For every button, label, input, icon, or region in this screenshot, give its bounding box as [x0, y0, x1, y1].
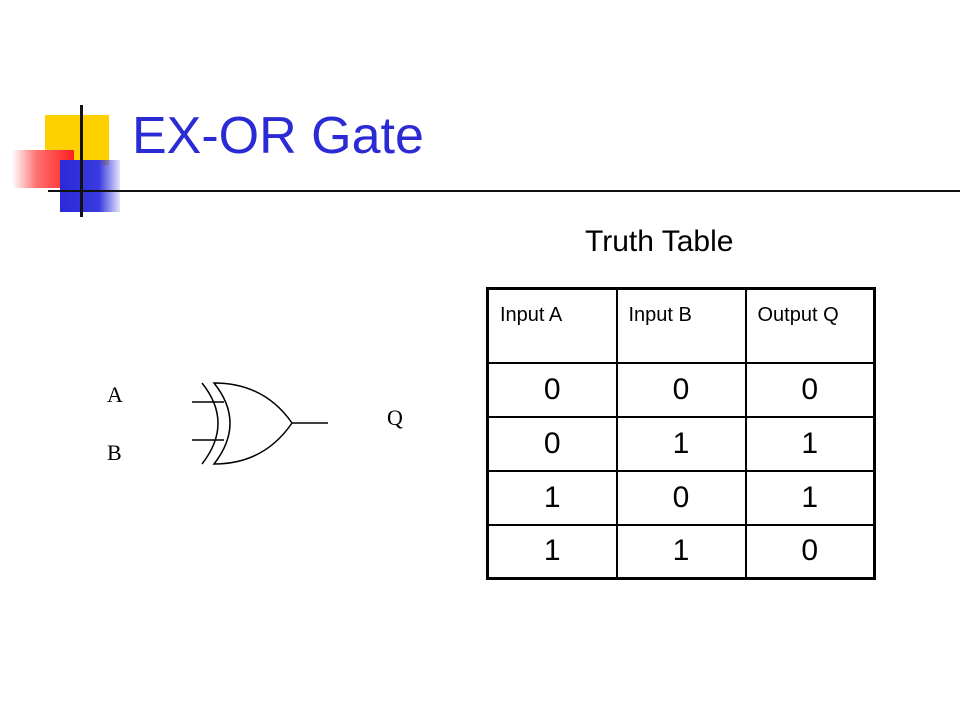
or-body — [212, 382, 293, 465]
xor-gate-icon — [192, 382, 328, 465]
cell-input-b: 0 — [615, 361, 747, 418]
cell-input-a: 1 — [486, 523, 618, 580]
cell-output-q: 1 — [744, 469, 876, 526]
gate-input-a-label: A — [107, 382, 123, 407]
ornament-vertical-line — [80, 105, 83, 217]
truth-table-header-row: Input A Input B Output Q — [486, 287, 876, 364]
gate-output-q-label: Q — [387, 405, 403, 430]
header-output-q: Output Q — [744, 287, 876, 364]
cell-output-q: 0 — [744, 361, 876, 418]
ornament-blue-square — [60, 160, 120, 212]
table-row: 1 0 1 — [486, 469, 876, 526]
truth-table: Input A Input B Output Q 0 0 0 0 1 1 1 0… — [486, 287, 876, 580]
table-row: 0 0 0 — [486, 361, 876, 418]
slide-title: EX-OR Gate — [132, 107, 424, 165]
cell-input-b: 1 — [615, 523, 747, 580]
cell-output-q: 0 — [744, 523, 876, 580]
header-input-a: Input A — [486, 287, 618, 364]
table-row: 0 1 1 — [486, 415, 876, 472]
cell-input-a: 1 — [486, 469, 618, 526]
cell-input-b: 0 — [615, 469, 747, 526]
xor-input-curve — [201, 382, 219, 465]
xor-gate-diagram: A B Q — [107, 382, 403, 465]
corner-ornament — [0, 0, 140, 230]
table-row: 1 1 0 — [486, 523, 876, 580]
cell-input-a: 0 — [486, 415, 618, 472]
cell-output-q: 1 — [744, 415, 876, 472]
truth-table-caption: Truth Table — [585, 225, 734, 258]
cell-input-b: 1 — [615, 415, 747, 472]
gate-input-b-label: B — [107, 440, 122, 465]
title-underline — [48, 190, 960, 192]
cell-input-a: 0 — [486, 361, 618, 418]
header-input-b: Input B — [615, 287, 747, 364]
